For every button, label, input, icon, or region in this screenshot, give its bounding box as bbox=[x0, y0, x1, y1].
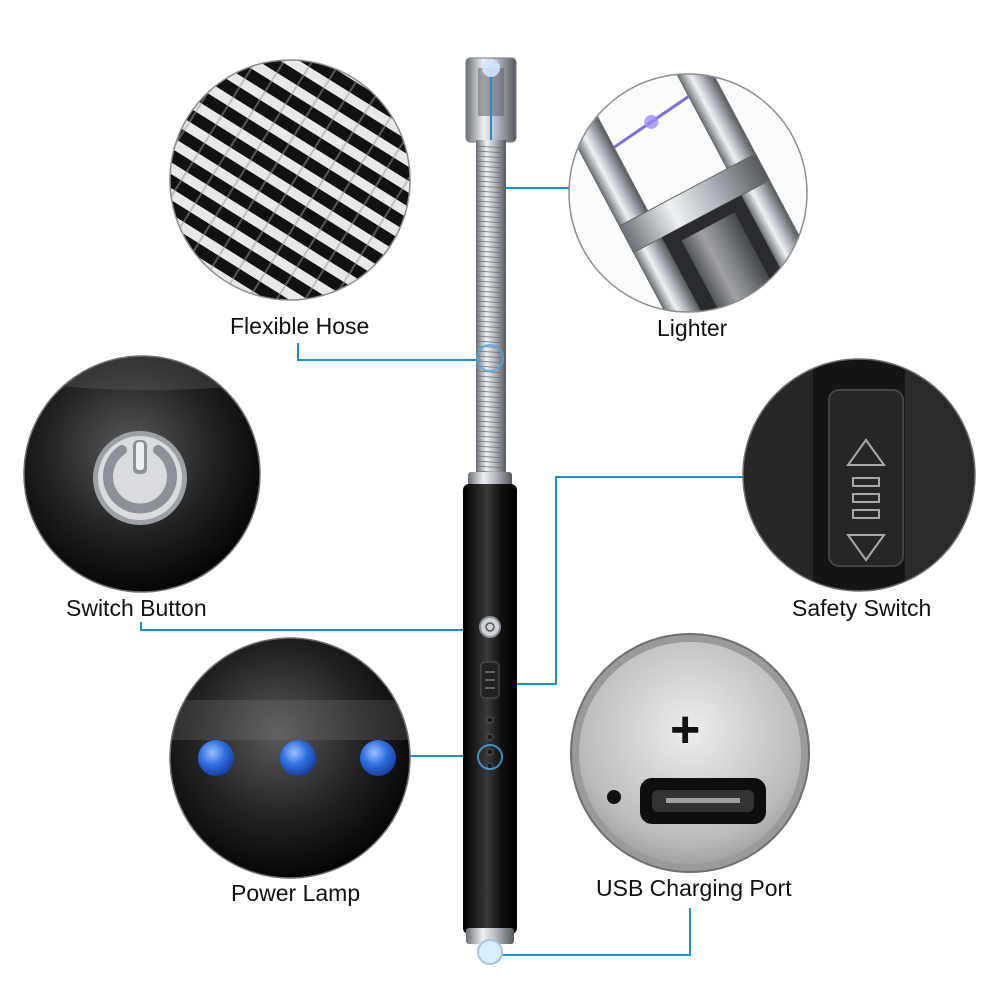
label-usb-charging-port: USB Charging Port bbox=[596, 875, 792, 901]
plus-icon: + bbox=[670, 701, 701, 759]
micro-usb-port-icon bbox=[640, 778, 766, 824]
detail-switch-button bbox=[23, 355, 261, 593]
power-lamp-dot-3 bbox=[360, 740, 396, 776]
safety-switch-arrows-icon bbox=[846, 438, 886, 562]
power-lamp-dot-1 bbox=[198, 740, 234, 776]
callout-lines bbox=[140, 187, 748, 956]
label-power-lamp: Power Lamp bbox=[231, 880, 361, 906]
detail-lighter bbox=[568, 73, 808, 313]
power-lamp-dot-2 bbox=[280, 740, 316, 776]
callout-line-switch bbox=[140, 622, 489, 631]
label-flexible-hose: Flexible Hose bbox=[230, 313, 370, 339]
label-safety-switch: Safety Switch bbox=[792, 595, 932, 621]
callout-line-hose bbox=[297, 343, 489, 361]
power-icon bbox=[93, 431, 187, 525]
lighter-body bbox=[463, 484, 517, 934]
detail-safety-switch bbox=[742, 358, 976, 592]
callout-line-safety bbox=[496, 476, 748, 685]
detail-usb-charging-port bbox=[570, 633, 810, 873]
label-lighter: Lighter bbox=[657, 315, 728, 341]
callout-line-usb bbox=[497, 908, 691, 956]
detail-power-lamp bbox=[169, 637, 411, 879]
label-switch-button: Switch Button bbox=[66, 595, 207, 621]
lighter-product bbox=[463, 57, 517, 965]
body-switch-button bbox=[479, 616, 501, 638]
